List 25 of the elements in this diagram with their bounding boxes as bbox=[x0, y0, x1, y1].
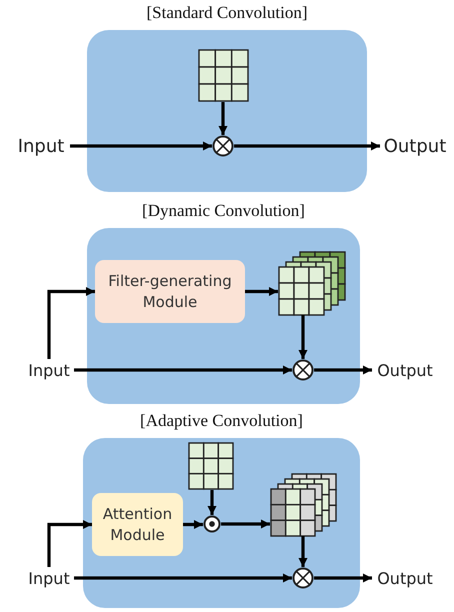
arrow bbox=[47, 287, 95, 359]
module-box: Filter-generating Module bbox=[95, 260, 245, 323]
terminal-label: Output bbox=[380, 134, 450, 158]
arrow bbox=[208, 490, 216, 515]
panel-title: [Dynamic Convolution] bbox=[141, 201, 306, 221]
arrow bbox=[245, 287, 278, 296]
terminal-label: Input bbox=[24, 567, 74, 589]
arrow bbox=[221, 520, 270, 528]
arrow bbox=[70, 142, 212, 150]
arrow bbox=[314, 366, 372, 374]
terminal-label: Input bbox=[12, 134, 70, 158]
terminal-label: Input bbox=[24, 359, 74, 381]
arrow bbox=[298, 315, 308, 359]
arrow bbox=[314, 574, 372, 582]
arrow bbox=[183, 520, 203, 529]
terminal-label: Output bbox=[372, 359, 438, 381]
arrow bbox=[74, 366, 292, 374]
arrow bbox=[298, 536, 308, 567]
panel-title: [Standard Convolution] bbox=[145, 3, 308, 23]
arrow bbox=[218, 102, 228, 135]
module-box: Attention Module bbox=[92, 493, 183, 556]
terminal-label: Output bbox=[372, 567, 438, 589]
panel-title: [Adaptive Convolution] bbox=[139, 411, 304, 431]
arrow bbox=[47, 520, 92, 567]
arrow bbox=[234, 142, 380, 150]
